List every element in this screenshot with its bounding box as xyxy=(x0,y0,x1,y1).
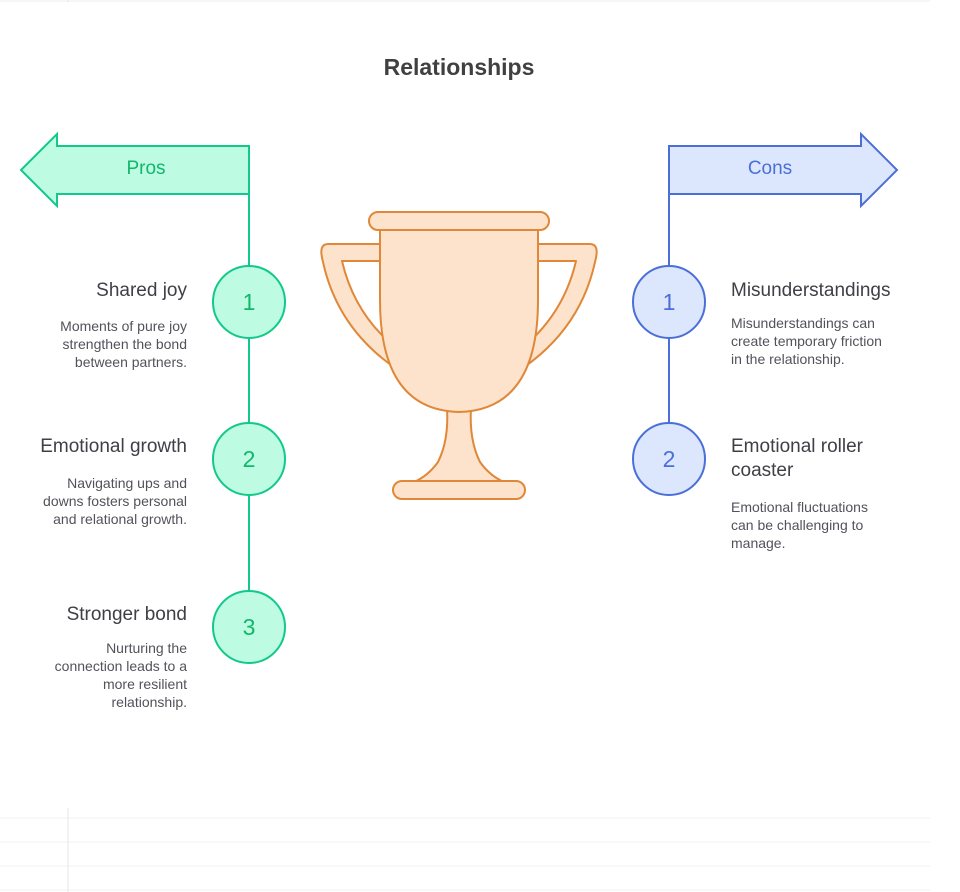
cons-node-circle-1 xyxy=(632,265,706,339)
pros-item-2-description: Navigating ups and downs fosters persona… xyxy=(43,475,187,527)
cons-item-2-title: Emotional roller coaster xyxy=(731,436,863,481)
cons-item-2-description: Emotional fluctuations can be challengin… xyxy=(731,499,868,551)
cons-node-circle-2 xyxy=(632,422,706,496)
diagram-title: Relationships xyxy=(383,54,535,80)
cons-arrow-icon xyxy=(668,131,899,209)
pros-label: Pros xyxy=(126,158,166,179)
pros-item-1-number: 1 xyxy=(242,289,256,315)
cons-item-1-description: Misunderstandings can create temporary f… xyxy=(731,315,882,367)
cons-item-1-title: Misunderstandings xyxy=(731,280,891,301)
cons-item-2-number: 2 xyxy=(662,446,676,472)
pros-item-1-description: Moments of pure joy strengthen the bond … xyxy=(60,318,187,370)
pros-arrow-icon xyxy=(19,131,250,209)
pros-node-circle-3 xyxy=(212,590,286,664)
pros-node-circle-2 xyxy=(212,422,286,496)
trophy-icon xyxy=(320,211,598,500)
pros-item-2-title: Emotional growth xyxy=(40,436,187,457)
pros-item-3-title: Stronger bond xyxy=(66,604,187,625)
cons-item-1-number: 1 xyxy=(662,289,676,315)
pros-item-2-number: 2 xyxy=(242,446,256,472)
pros-item-1-title: Shared joy xyxy=(96,280,187,301)
pros-node-circle-1 xyxy=(212,265,286,339)
pros-item-3-description: Nurturing the connection leads to a more… xyxy=(54,640,187,710)
cons-label: Cons xyxy=(747,158,793,179)
pros-item-3-number: 3 xyxy=(242,614,256,640)
